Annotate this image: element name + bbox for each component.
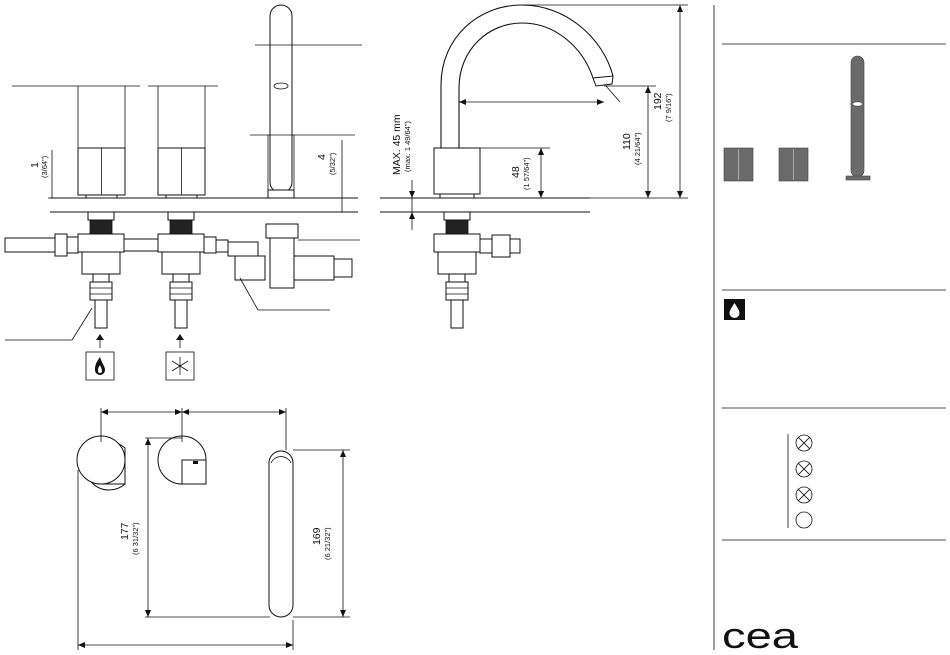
crossed-circle-icon — [796, 487, 812, 503]
svg-text:48: 48 — [510, 166, 522, 178]
top-view: 177 (6 31/32") 169 (6 21/32") — [77, 408, 350, 650]
brand-logo: cea — [722, 615, 799, 655]
crossed-circle-icon — [796, 461, 812, 477]
empty-circle-icon — [796, 512, 812, 528]
valve-legend — [788, 434, 812, 528]
svg-text:(6 31/32"): (6 31/32") — [131, 522, 140, 555]
svg-text:(max. 1 49/64"): (max. 1 49/64") — [403, 120, 412, 172]
svg-text:4: 4 — [316, 154, 328, 160]
svg-text:(4 21/64"): (4 21/64") — [633, 132, 642, 165]
snowflake-icon — [166, 352, 194, 380]
svg-text:192: 192 — [652, 92, 664, 110]
svg-text:169: 169 — [311, 527, 323, 545]
svg-text:(1 57/64"): (1 57/64") — [522, 157, 531, 190]
svg-text:(6 21/32"): (6 21/32") — [323, 527, 332, 560]
product-thumbnail — [724, 56, 870, 181]
crossed-circle-icon — [796, 435, 812, 451]
svg-text:cea: cea — [722, 615, 799, 655]
svg-text:MAX. 45 mm: MAX. 45 mm — [391, 114, 403, 175]
svg-text:(5/32"): (5/32") — [328, 152, 337, 175]
flame-icon — [86, 352, 114, 380]
svg-text:(3/64"): (3/64") — [40, 155, 49, 178]
svg-text:177: 177 — [119, 522, 131, 540]
svg-text:110: 110 — [621, 133, 633, 150]
info-panel: cea — [714, 5, 946, 655]
front-view: 1 (3/64") 4 (5/32") — [5, 5, 362, 380]
svg-text:(7 9/16"): (7 9/16") — [664, 93, 673, 122]
side-view: MAX. 45 mm (max. 1 49/64") 48 (1 57/64")… — [380, 5, 688, 328]
water-drop-icon — [724, 299, 745, 320]
